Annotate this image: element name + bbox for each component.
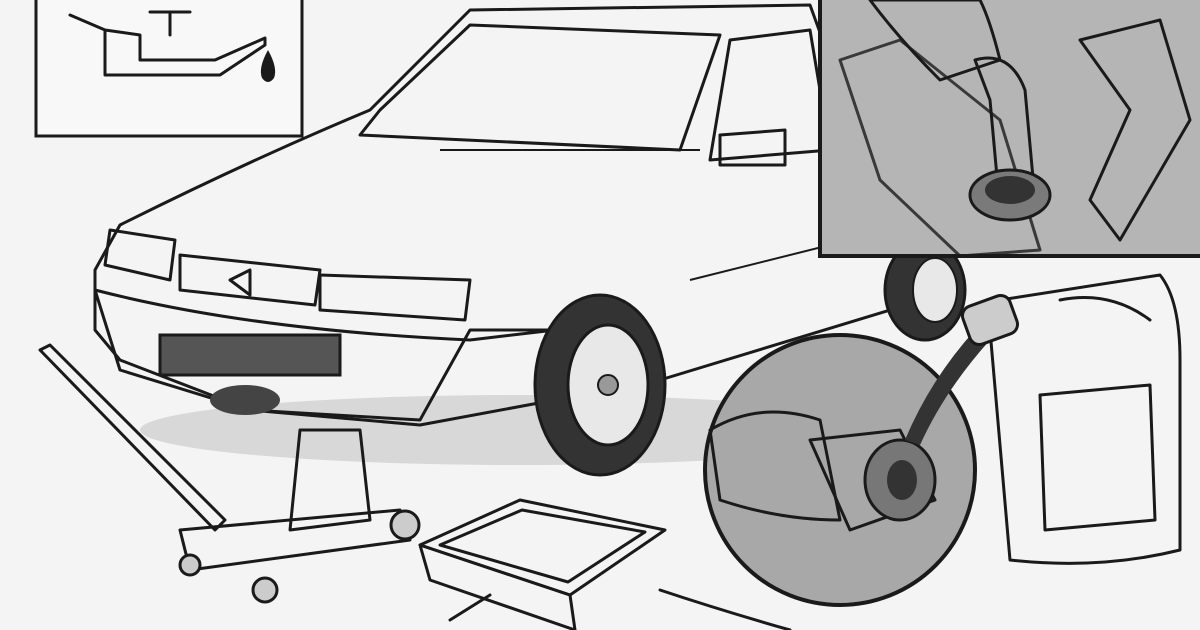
oil-warning-box (34, 0, 304, 138)
oil-jug (960, 273, 1182, 565)
engine-inset-drain-plug (703, 330, 990, 607)
drain-pan (418, 498, 667, 630)
rear-wheel (883, 238, 967, 342)
floor-jack (38, 343, 421, 604)
drain-hose (658, 588, 792, 630)
front-wheel (533, 293, 667, 477)
oil-can-icon (68, 10, 276, 82)
front-grille-lower (158, 333, 342, 377)
engine-inset-filler-cap (818, 0, 1200, 258)
